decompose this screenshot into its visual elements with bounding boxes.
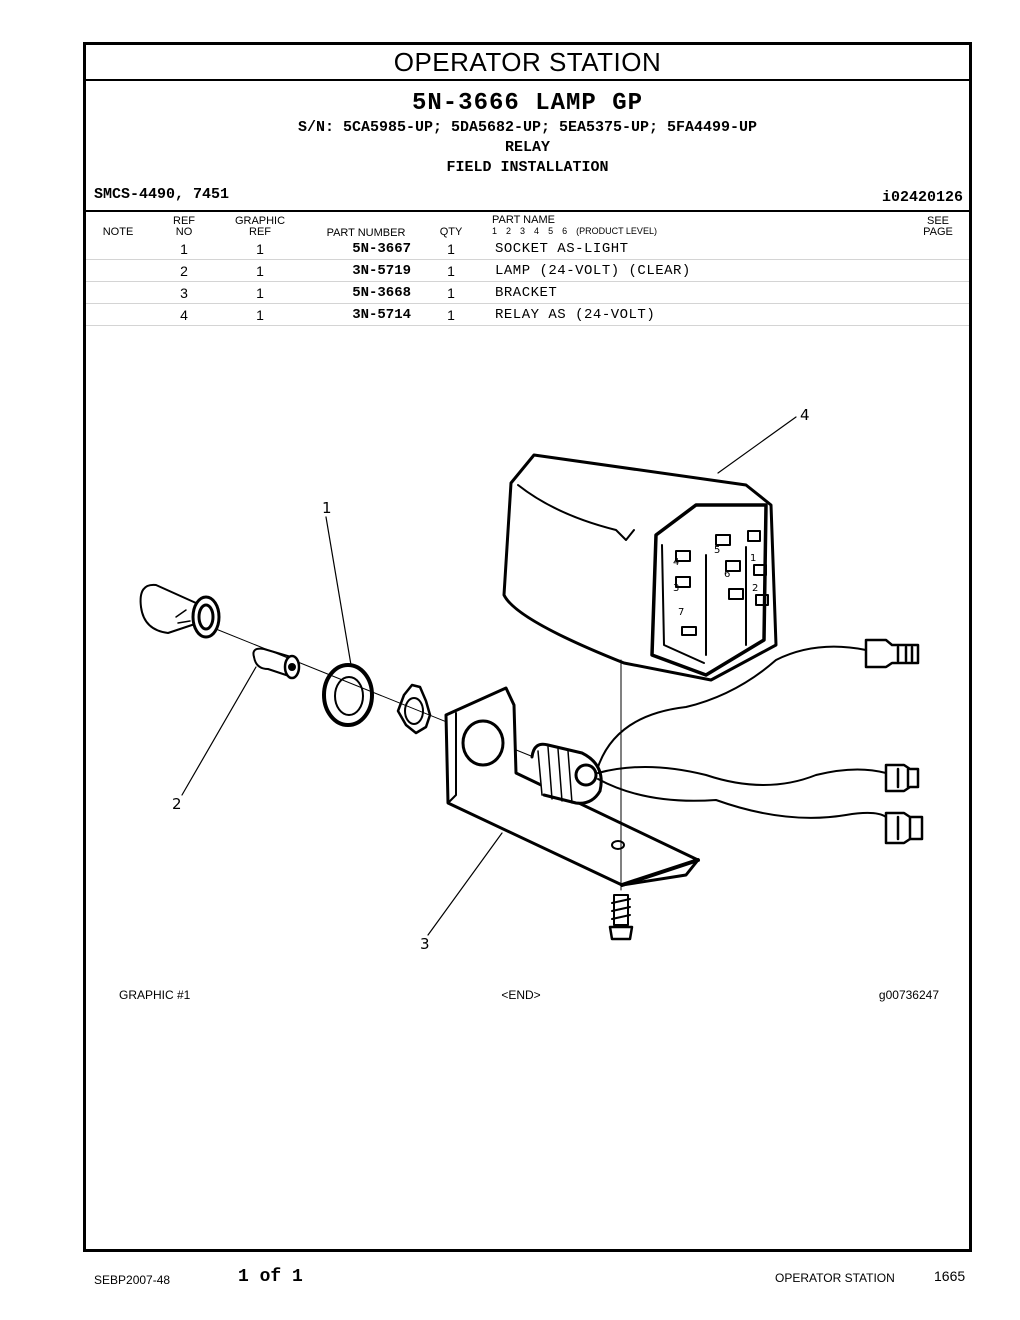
parts-illustration: 4 5 3 6 1 2 7 xyxy=(139,406,924,953)
part-name: BRACKET xyxy=(495,285,558,301)
part-name: LAMP (24-VOLT) (CLEAR) xyxy=(495,263,691,279)
ref-no: 4 xyxy=(180,307,188,323)
terminal-label: 4 xyxy=(673,557,679,568)
level-6: 6 xyxy=(562,226,568,236)
page-frame: OPERATOR STATION 5N-3666 LAMP GP S/N: 5C… xyxy=(83,42,972,1252)
graphic-caption: GRAPHIC #1 xyxy=(119,988,191,1002)
wires xyxy=(597,645,887,819)
level-2: 2 xyxy=(506,226,512,236)
part-number: 5N-3668 xyxy=(352,285,411,301)
part-number: 3N-5719 xyxy=(352,263,411,279)
serial-numbers: S/N: 5CA5985-UP; 5DA5682-UP; 5EA5375-UP;… xyxy=(297,119,758,136)
table-row: 2 1 3N-5719 1 LAMP (24-VOLT) (CLEAR) xyxy=(86,260,969,282)
ref-no: 1 xyxy=(180,241,188,257)
lamp-bulb xyxy=(252,647,301,680)
callout-2: 2 xyxy=(172,795,182,813)
graphic-ref: 1 xyxy=(256,285,264,301)
lock-washer xyxy=(396,683,432,735)
graphic-end: <END> xyxy=(501,988,541,1002)
washer xyxy=(322,663,374,727)
callout-3: 3 xyxy=(420,935,430,953)
spade-terminal xyxy=(884,811,924,845)
footer-page-count: 1 of 1 xyxy=(238,1267,303,1287)
footer-page-number: 1665 xyxy=(934,1268,966,1284)
leader-lines xyxy=(181,416,797,936)
product-level-label: (PRODUCT LEVEL) xyxy=(576,226,657,236)
graphic-ref: 1 xyxy=(256,241,264,257)
part-number: 3N-5714 xyxy=(352,307,411,323)
level-3: 3 xyxy=(520,226,526,236)
level-4: 4 xyxy=(534,226,540,236)
part-name: RELAY AS (24-VOLT) xyxy=(495,307,656,323)
header-rule xyxy=(86,210,969,212)
table-row: 3 1 5N-3668 1 BRACKET xyxy=(86,282,969,304)
terminal-label: 1 xyxy=(750,553,756,564)
col-graphic-bottom: REF xyxy=(249,226,271,238)
terminal-label: 5 xyxy=(714,545,720,556)
col-ref-bottom: NO xyxy=(175,226,193,238)
group-note: FIELD INSTALLATION xyxy=(446,159,609,176)
col-see-top: SEE xyxy=(926,215,949,227)
level-5: 5 xyxy=(548,226,554,236)
table-row: 1 1 5N-3667 1 SOCKET AS-LIGHT xyxy=(86,238,969,260)
col-part-number: PART NUMBER xyxy=(326,227,406,239)
part-name: SOCKET AS-LIGHT xyxy=(495,241,629,257)
callout-4: 4 xyxy=(800,406,810,424)
bracket xyxy=(444,686,700,887)
callout-1: 1 xyxy=(322,499,332,517)
col-see-bottom: PAGE xyxy=(923,226,953,238)
group-title: 5N-3666 LAMP GP xyxy=(411,90,644,117)
mounting-screw xyxy=(608,659,634,941)
relay-box: 4 5 3 6 1 2 7 xyxy=(502,453,778,682)
col-note: NOTE xyxy=(102,226,134,238)
document-id: i02420126 xyxy=(881,189,963,206)
footer-doc-number: SEBP2007-48 xyxy=(94,1273,171,1287)
quantity: 1 xyxy=(447,307,455,323)
spade-terminal xyxy=(884,763,920,793)
terminal-label: 6 xyxy=(724,569,730,580)
graphic-id: g00736247 xyxy=(878,988,939,1002)
table-row: 4 1 3N-5714 1 RELAY AS (24-VOLT) xyxy=(86,304,969,326)
ref-no: 2 xyxy=(180,263,188,279)
quantity: 1 xyxy=(447,241,455,257)
quantity: 1 xyxy=(447,263,455,279)
part-number: 5N-3667 xyxy=(352,241,411,257)
terminal-label: 2 xyxy=(752,583,758,594)
terminal-label: 7 xyxy=(678,607,684,618)
ref-no: 3 xyxy=(180,285,188,301)
spade-terminal xyxy=(864,638,920,669)
col-ref-top: REF xyxy=(173,215,195,227)
group-subtitle: RELAY xyxy=(504,139,550,156)
level-1: 1 xyxy=(492,226,498,236)
section-title: OPERATOR STATION xyxy=(86,45,969,81)
lens-cap xyxy=(139,583,221,639)
terminal-label: 3 xyxy=(673,583,679,594)
graphic-ref: 1 xyxy=(256,307,264,323)
smcs-code: SMCS-4490, 7451 xyxy=(94,186,230,203)
footer-section: OPERATOR STATION xyxy=(775,1271,895,1285)
graphic-ref: 1 xyxy=(256,263,264,279)
socket-body xyxy=(530,742,603,805)
col-graphic-top: GRAPHIC xyxy=(234,215,286,227)
quantity: 1 xyxy=(447,285,455,301)
col-qty: QTY xyxy=(439,226,463,238)
col-part-name: PART NAME xyxy=(492,214,555,226)
